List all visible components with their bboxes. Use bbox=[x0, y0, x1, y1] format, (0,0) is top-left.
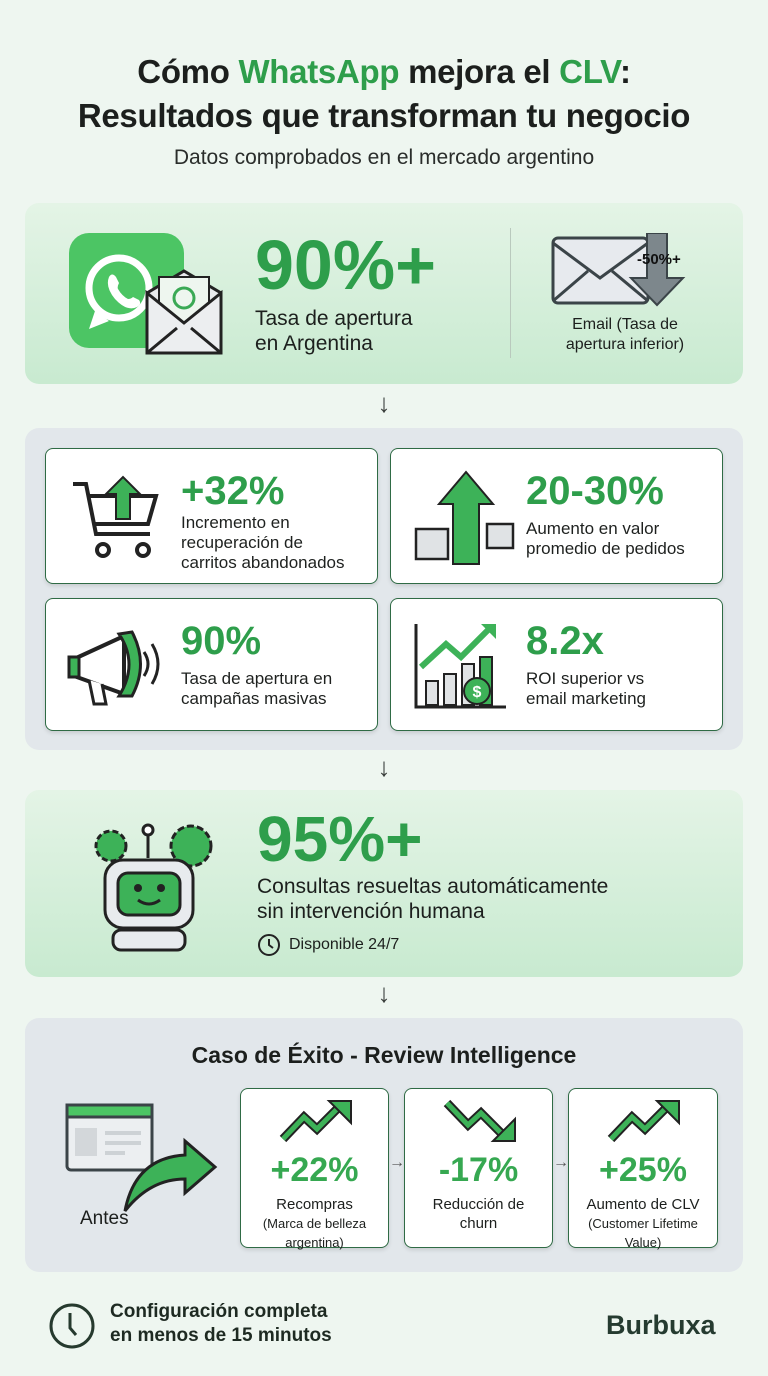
stat-value: 90% bbox=[181, 619, 262, 663]
case-value: +25% bbox=[599, 1151, 687, 1189]
envelope-icon bbox=[145, 269, 223, 355]
arrow-right-icon: → bbox=[389, 1154, 405, 1171]
arrow-down-icon: ↓ bbox=[377, 978, 391, 1008]
boxes-growth-icon bbox=[414, 470, 515, 565]
trend-up-icon bbox=[607, 1100, 680, 1143]
robot-icon bbox=[94, 823, 213, 952]
arrow-down-icon: ↓ bbox=[377, 752, 391, 782]
whatsapp-logo-icon bbox=[69, 233, 223, 355]
clock-icon bbox=[49, 1303, 95, 1349]
megaphone-icon bbox=[67, 630, 160, 706]
stat-value: 20-30% bbox=[526, 469, 664, 513]
case-value: +22% bbox=[270, 1151, 359, 1189]
trend-up-icon bbox=[279, 1100, 352, 1143]
automation-value: 95%+ bbox=[257, 803, 423, 875]
automation-panel: 95%+ Consultas resueltas automáticamente… bbox=[25, 790, 743, 977]
availability-label: Disponible 24/7 bbox=[289, 936, 400, 953]
case-study-panel: Caso de Éxito - Review Intelligence Ante… bbox=[25, 1018, 743, 1272]
cart-upload-icon bbox=[73, 475, 159, 558]
case-title: Caso de Éxito - Review Intelligence bbox=[191, 1042, 577, 1068]
trend-down-icon bbox=[443, 1099, 516, 1142]
hero-value: 90%+ bbox=[255, 226, 436, 304]
subtitle: Datos comprobados en el mercado argentin… bbox=[173, 146, 595, 169]
roi-chart-icon: $ bbox=[414, 624, 506, 709]
email-badge: -50%+ bbox=[637, 251, 681, 268]
svg-text:$: $ bbox=[473, 684, 482, 701]
before-label: Antes bbox=[80, 1208, 129, 1229]
stat-value: 8.2x bbox=[526, 619, 604, 663]
arrow-down-icon: ↓ bbox=[377, 388, 391, 418]
stat-value: +32% bbox=[181, 469, 285, 513]
case-value: -17% bbox=[438, 1151, 519, 1189]
brand-logo: Burbuxa bbox=[606, 1310, 716, 1340]
arrow-right-icon: → bbox=[553, 1154, 569, 1171]
clock-icon bbox=[258, 934, 280, 956]
before-browser-icon bbox=[65, 1103, 218, 1212]
page-title: Cómo WhatsApp mejora el CLV:Resultados q… bbox=[77, 53, 691, 134]
email-decline-icon bbox=[551, 233, 686, 307]
divider bbox=[510, 228, 511, 358]
